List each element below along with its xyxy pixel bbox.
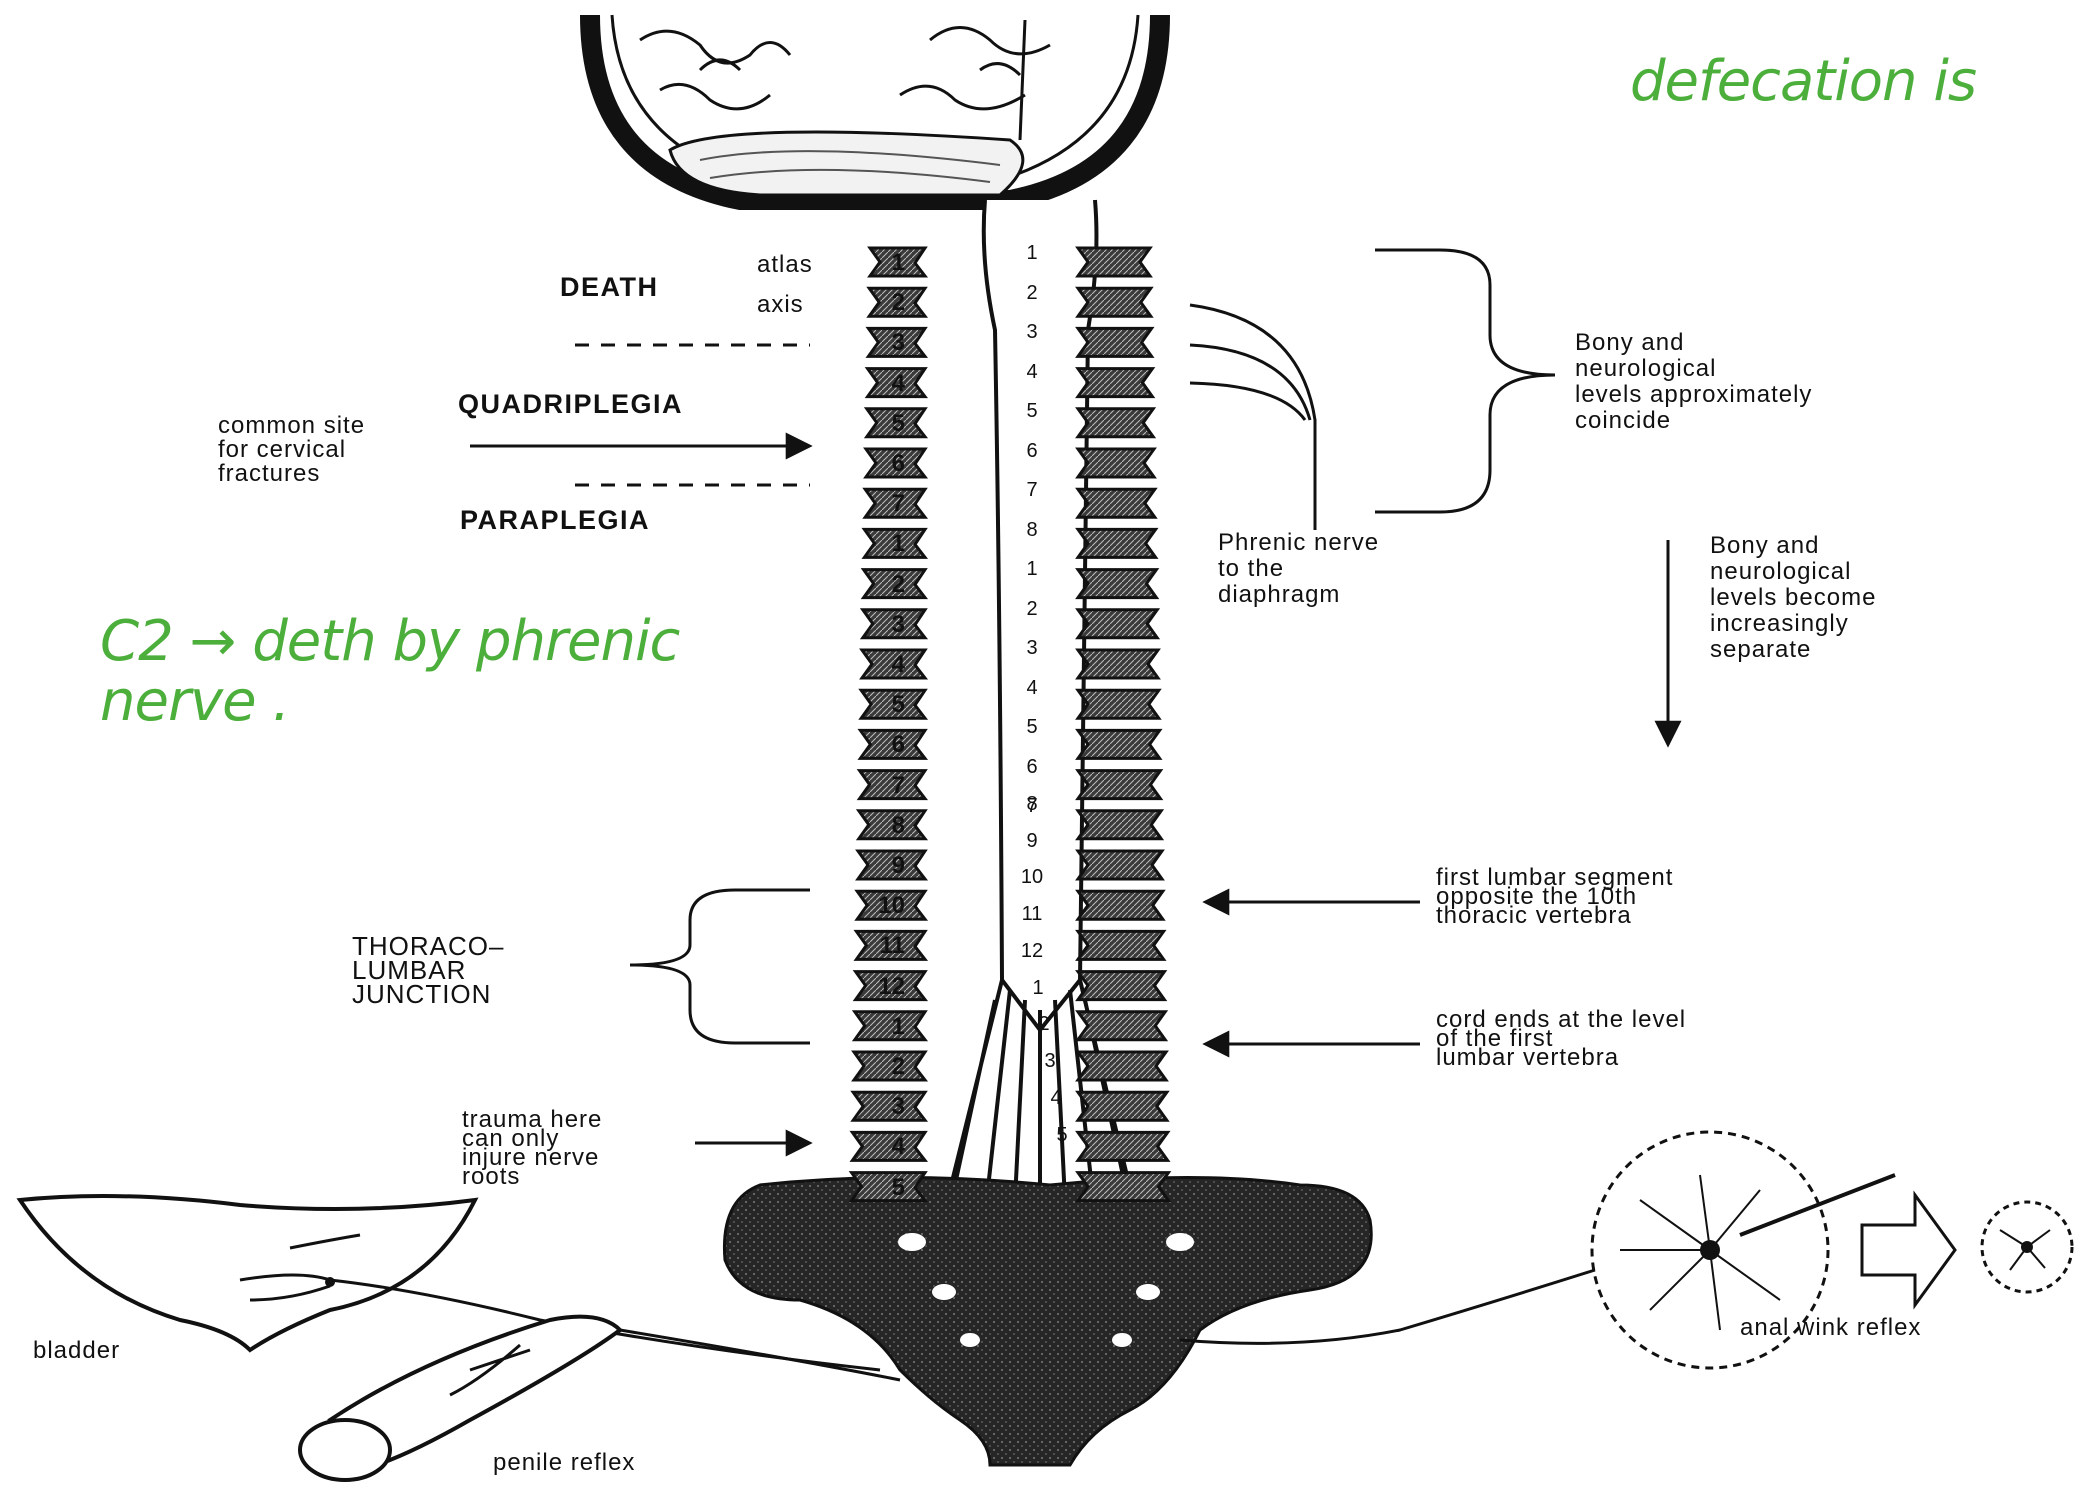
cord-segment-number: 1 — [1012, 558, 1052, 581]
cord-ends-label: cord ends at the level of the first lumb… — [1436, 1010, 1686, 1067]
brain-illustration — [590, 15, 1160, 200]
atlas-label: atlas — [757, 252, 813, 278]
vertebra-right — [1078, 1012, 1165, 1040]
vertebra-right — [1078, 972, 1164, 1000]
sacrum-illustration — [724, 1178, 1371, 1466]
vertebra-number: 11 — [865, 932, 905, 960]
cord-segment-number: 2 — [1024, 1013, 1064, 1036]
vertebra-right — [1078, 891, 1163, 919]
cord-segment-number: 4 — [1012, 677, 1052, 700]
cord-segment-number: 3 — [1030, 1050, 1070, 1073]
cord-segment-number: 1 — [1018, 977, 1058, 1000]
cord-segment-number: 2 — [1012, 282, 1052, 305]
phrenic-label: Phrenic nerve to the diaphragm — [1218, 530, 1379, 608]
vertebra-right — [1078, 811, 1161, 839]
vertebra-right — [1078, 931, 1164, 959]
thoracolumbar-brace — [630, 890, 810, 1043]
cord-segment-number: 7 — [1012, 479, 1052, 502]
cord-segment-number: 4 — [1036, 1087, 1076, 1110]
common-site-label: common site for cervical fractures — [218, 414, 365, 486]
vertebra-right — [1078, 771, 1160, 799]
thoracolumbar-label: THORACO– LUMBAR JUNCTION — [352, 934, 504, 1006]
vertebra-number: 5 — [865, 1174, 905, 1202]
vertebra-right — [1078, 610, 1157, 638]
vertebra-number: 2 — [865, 289, 905, 317]
phrenic-nerve — [1190, 305, 1315, 530]
vertebra-number: 3 — [865, 1093, 905, 1121]
vertebra-number: 3 — [865, 329, 905, 357]
vertebra-right — [1078, 1052, 1166, 1080]
vertebra-number: 1 — [865, 530, 905, 558]
vertebra-right — [1078, 851, 1162, 879]
vertebra-number: 4 — [865, 651, 905, 679]
cord-segment-number: 9 — [1012, 830, 1052, 853]
vertebra-number: 7 — [865, 490, 905, 518]
cord-segment-number: 6 — [1012, 756, 1052, 779]
cord-segment-number: 8 — [1012, 793, 1052, 816]
quadriplegia-label: QUADRIPLEGIA — [458, 391, 683, 417]
cord-segment-number: 3 — [1012, 637, 1052, 660]
vertebra-right — [1078, 288, 1151, 316]
cord-segment-number: 5 — [1012, 716, 1052, 739]
cord-segment-number: 11 — [1012, 903, 1052, 926]
handwritten-note-defecation: defecation is — [1630, 52, 1976, 112]
vertebra-right — [1078, 570, 1156, 598]
cord-segment-number: 3 — [1012, 321, 1052, 344]
vertebra-number: 6 — [865, 450, 905, 478]
cord-segment-number: 2 — [1012, 598, 1052, 621]
cord-segment-number: 8 — [1012, 519, 1052, 542]
vertebra-right — [1078, 690, 1159, 718]
cord-segment-number: 5 — [1042, 1124, 1082, 1147]
vertebra-number: 4 — [865, 1133, 905, 1161]
death-label: DEATH — [560, 274, 659, 300]
vertebra-number: 2 — [865, 571, 905, 599]
cord-segment-number: 10 — [1012, 866, 1052, 889]
vertebra-right — [1078, 449, 1154, 477]
vertebra-number: 10 — [865, 892, 905, 920]
cord-segment-number: 4 — [1012, 361, 1052, 384]
vertebra-right — [1078, 1132, 1168, 1160]
vertebra-right — [1078, 730, 1160, 758]
handwritten-note-c2: C2 → deth by phrenic nerve . — [100, 612, 679, 732]
cord-segment-number: 6 — [1012, 440, 1052, 463]
paraplegia-label: PARAPLEGIA — [460, 507, 650, 533]
bony-separate-label: Bony and neurological levels become incr… — [1710, 533, 1876, 663]
vertebra-number: 5 — [865, 691, 905, 719]
vertebra-right — [1078, 328, 1152, 356]
trauma-label: trauma here can only injure nerve roots — [462, 1110, 602, 1186]
bony-coincide-label: Bony and neurological levels approximate… — [1575, 330, 1812, 434]
cord-segment-number: 12 — [1012, 940, 1052, 963]
vertebra-right — [1078, 409, 1153, 437]
first-lumbar-label: first lumbar segment opposite the 10th t… — [1436, 868, 1673, 925]
vertebra-number: 8 — [865, 812, 905, 840]
vertebra-right — [1078, 1092, 1167, 1120]
vertebra-number: 1 — [865, 249, 905, 277]
bladder-label: bladder — [33, 1338, 120, 1364]
vertebra-number: 3 — [865, 611, 905, 639]
vertebra-number: 1 — [865, 1013, 905, 1041]
vertebra-right — [1078, 489, 1155, 517]
cord-segment-number: 1 — [1012, 242, 1052, 265]
axis-label: axis — [757, 292, 804, 318]
vertebra-number: 6 — [865, 731, 905, 759]
vertebra-number: 5 — [865, 410, 905, 438]
vertebra-number: 4 — [865, 370, 905, 398]
vertebra-number: 7 — [865, 772, 905, 800]
vertebra-number: 9 — [865, 852, 905, 880]
vertebra-right — [1078, 248, 1150, 276]
vertebra-right — [1078, 369, 1152, 397]
cord-segment-number: 5 — [1012, 400, 1052, 423]
vertebra-number: 12 — [865, 973, 905, 1001]
vertebra-right — [1078, 529, 1156, 557]
penile-reflex-label: penile reflex — [493, 1450, 635, 1476]
vertebra-number: 2 — [865, 1053, 905, 1081]
vertebra-right — [1078, 1173, 1168, 1201]
anal-wink-label: anal wink reflex — [1740, 1315, 1921, 1341]
vertebra-right — [1078, 650, 1158, 678]
coincide-brace — [1375, 250, 1555, 512]
